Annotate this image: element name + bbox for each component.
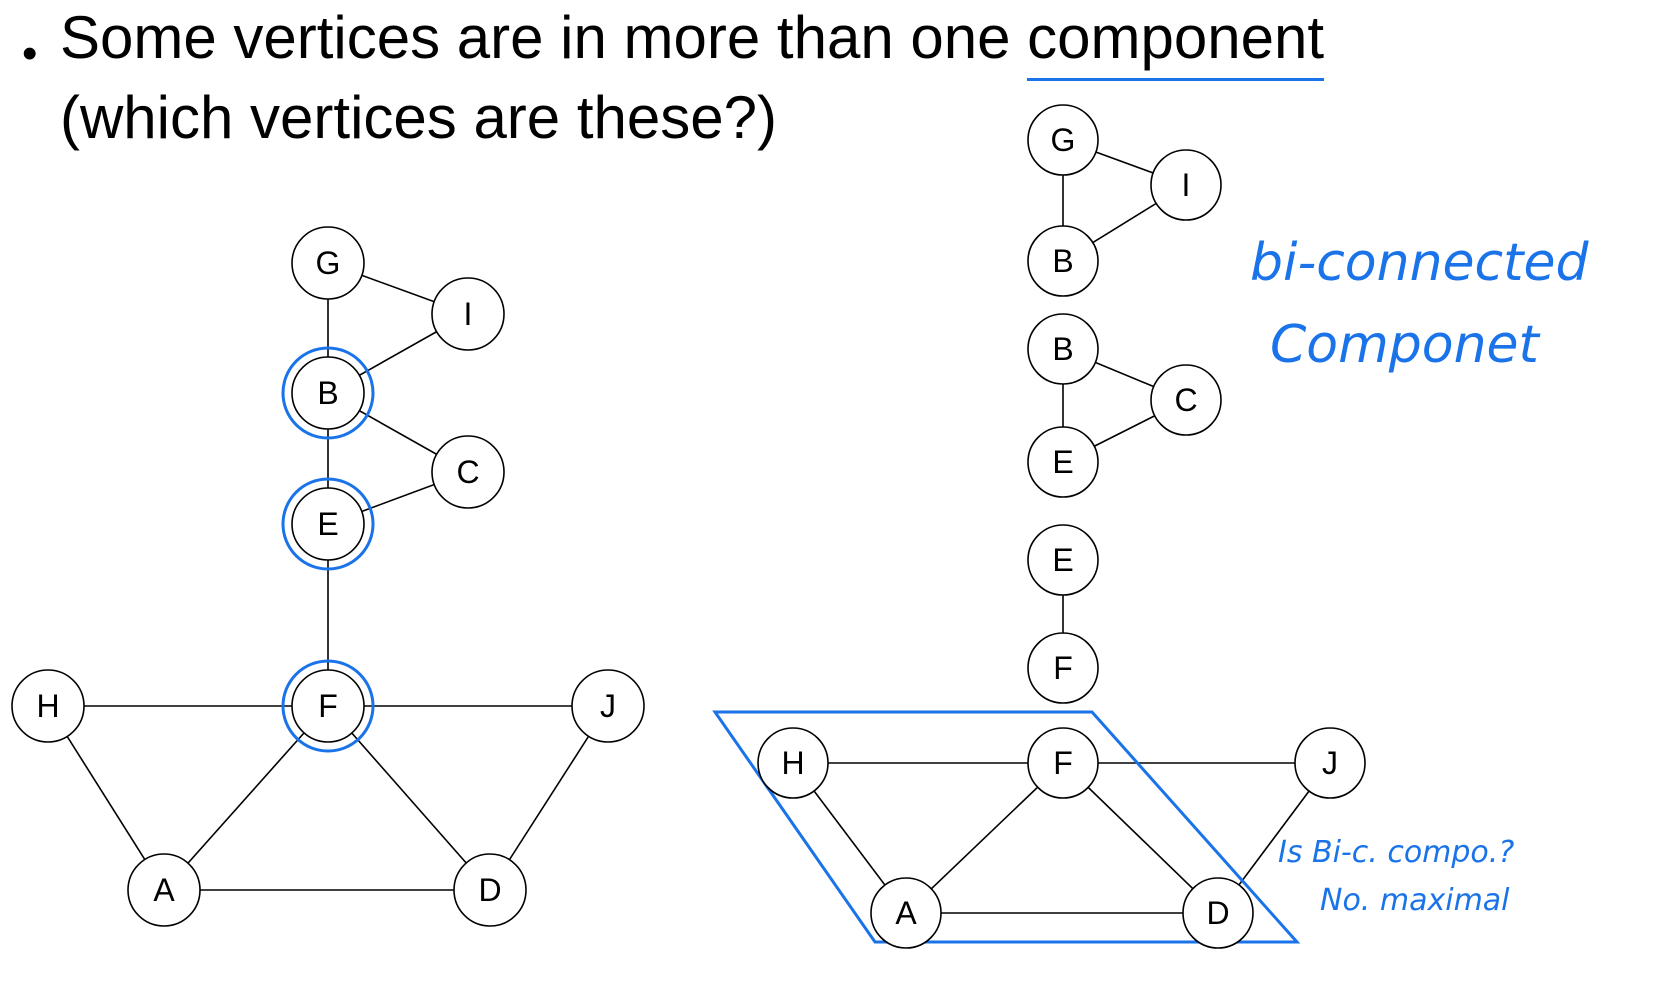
left-node-G: G [291,226,365,300]
rc4-node-J-label: J [1322,745,1338,781]
left-node-J: J [571,669,645,743]
left-node-C: C [431,435,505,509]
edge-F-A [163,705,329,891]
line1-prefix: Some vertices are in more than one [60,4,1028,71]
rc4-node-F: F [1027,727,1099,799]
left-node-I: I [431,277,505,351]
left-node-A-label: A [153,872,175,908]
annotation-question: Is Bi-c. compo.? [1278,835,1514,870]
left-node-G-label: G [316,245,341,281]
left-node-J-label: J [600,688,616,724]
rc4-node-H: H [757,727,829,799]
rc4-node-D: D [1182,877,1254,949]
rc1-node-G-label: G [1051,122,1076,158]
rc1-node-I-label: I [1182,167,1191,203]
rc4-edge-F-A [905,762,1064,914]
bullet-point: • [22,29,38,78]
left-node-A: A [127,853,201,927]
rc2-node-B: B [1027,313,1099,385]
rc4-node-A-label: A [895,895,917,931]
rc4-node-H-label: H [781,745,804,781]
rc4-node-F-label: F [1053,745,1073,781]
rc2-node-B-label: B [1052,331,1073,367]
left-graph-nodes: G I B C E F [11,226,645,927]
rc3-node-E-label: E [1052,542,1073,578]
rc2-node-E: E [1027,426,1099,498]
rc3-node-F: F [1027,632,1099,704]
rc4-edge-F-D [1062,762,1219,914]
annotation-bi-connected: bi-connected [1250,233,1590,293]
rc2-node-E-label: E [1052,444,1073,480]
rc4-node-J: J [1294,727,1366,799]
rc1-node-I: I [1150,149,1222,221]
component-word: component [1027,4,1325,71]
left-node-F-label: F [318,688,338,724]
left-node-I-label: I [464,296,473,332]
rc1-node-B-label: B [1052,243,1073,279]
bullet-text-line2: (which vertices are these?) [60,84,777,151]
handwritten-annotations: bi-connected Componet Is Bi-c. compo.? N… [1250,233,1590,918]
rc3-node-F-label: F [1053,650,1073,686]
annotation-componet: Componet [1270,315,1541,375]
rc2-node-C: C [1150,364,1222,436]
left-node-C-label: C [456,454,479,490]
rc2-node-C-label: C [1174,382,1197,418]
edge-F-D [327,705,491,891]
left-node-B: B [281,346,375,440]
left-node-H-label: H [36,688,59,724]
rc1-node-B: B [1027,225,1099,297]
rc4-node-A: A [870,877,942,949]
right-component-nodes: G I B B C E [757,104,1366,949]
left-node-D-label: D [478,872,501,908]
rc1-node-G: G [1027,104,1099,176]
left-node-D: D [453,853,527,927]
left-node-H: H [11,669,85,743]
annotation-answer: No. maximal [1320,883,1510,918]
highlight-parallelogram [712,710,1301,944]
rc3-node-E: E [1027,524,1099,596]
left-node-F: F [281,659,375,753]
left-node-B-label: B [317,375,338,411]
left-node-E: E [281,477,375,571]
left-node-E-label: E [317,506,338,542]
rc4-node-D-label: D [1206,895,1229,931]
bullet-text-line1: Some vertices are in more than one compo… [60,8,1324,68]
